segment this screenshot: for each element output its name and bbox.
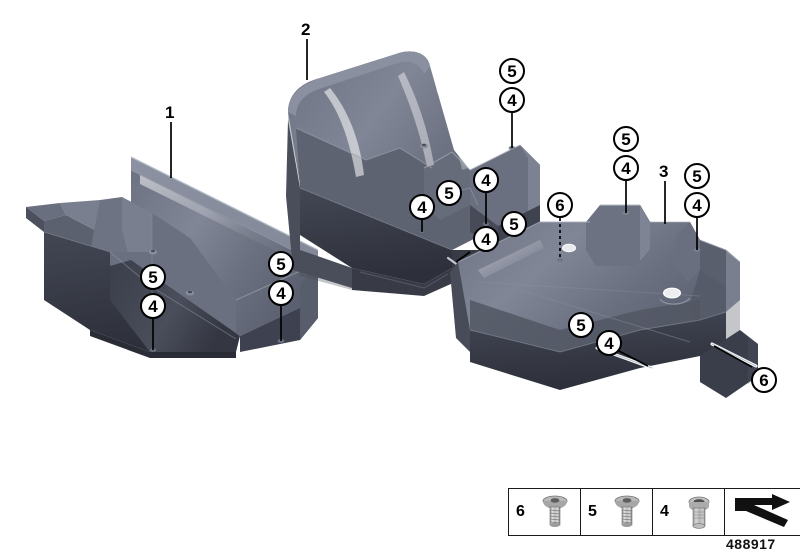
legend-number-6: 6 — [516, 503, 525, 520]
callout-4-part2-topright: 4 — [499, 87, 525, 113]
callout-5-part1-left: 5 — [140, 264, 166, 290]
callout-6-part3-bottom: 6 — [751, 367, 777, 393]
callout-4-part2-inner-right: 4 — [473, 167, 499, 193]
countersunk-screw-icon — [602, 492, 652, 532]
callout-5-part3-left: 5 — [613, 126, 639, 152]
callout-5-part1-right: 5 — [268, 251, 294, 277]
direction-arrow-icon — [725, 493, 800, 531]
callout-5-part3-right: 5 — [684, 163, 710, 189]
part-label-1: 1 — [165, 103, 175, 122]
callout-4-part2-lower: 4 — [473, 226, 499, 252]
legend-number-4: 4 — [660, 503, 669, 520]
legend-item-4: 4 — [652, 488, 724, 536]
fastener-legend: 6 5 — [508, 488, 800, 536]
drawing-number: 488917 — [726, 536, 776, 552]
leader-lines — [152, 39, 753, 368]
callout-4-part1-right: 4 — [268, 280, 294, 306]
callout-5-part2-topright: 5 — [499, 58, 525, 84]
callout-4-part2-inner-left: 4 — [409, 194, 435, 220]
threaded-insert-nut-icon — [674, 492, 724, 532]
legend-number-5: 5 — [588, 503, 597, 520]
legend-item-6: 6 — [508, 488, 580, 536]
countersunk-screw-icon — [530, 492, 580, 532]
part-label-3: 3 — [659, 162, 669, 181]
legend-orientation-arrow — [724, 488, 800, 536]
callout-5-part3-bottom: 5 — [568, 312, 594, 338]
callout-4-part3-left: 4 — [613, 155, 639, 181]
part-label-2: 2 — [301, 20, 311, 39]
callout-5-part2-inner-left: 5 — [436, 180, 462, 206]
callout-4-part3-bottom: 4 — [596, 330, 622, 356]
legend-item-5: 5 — [580, 488, 652, 536]
callout-6-part3-top: 6 — [547, 192, 573, 218]
callout-5-part2-lower-right: 5 — [501, 211, 527, 237]
callout-4-part3-right: 4 — [684, 192, 710, 218]
callout-4-part1-left: 4 — [140, 293, 166, 319]
